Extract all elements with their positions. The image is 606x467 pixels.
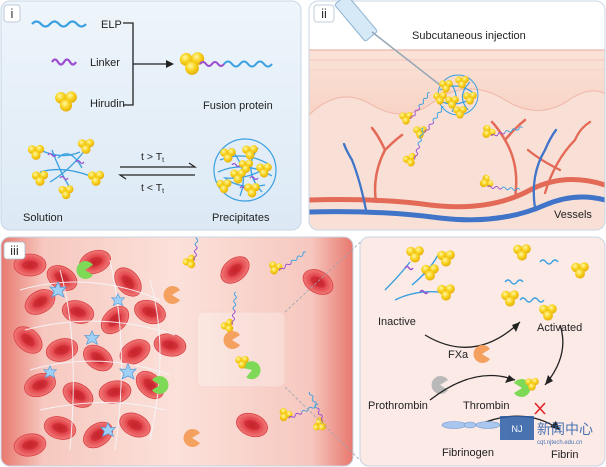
combine-bracket <box>123 22 166 106</box>
arrow-forward-label: t > Tt <box>141 151 164 164</box>
zoom-connector-top <box>284 236 367 313</box>
solution-cluster <box>27 138 105 200</box>
thrombus <box>8 245 189 460</box>
elp-icon <box>31 20 87 28</box>
injection-label: Subcutaneous injection <box>412 30 526 42</box>
vessels-label: Vessels <box>554 209 592 221</box>
panel-ii: ii Subcutaneous injection Vessels <box>308 0 606 231</box>
backward-arrow <box>118 174 195 180</box>
conversion-arrow <box>429 374 516 401</box>
zoom-connector-bottom <box>284 386 367 467</box>
forward-arrow <box>120 162 197 168</box>
activation-arrow <box>424 321 521 348</box>
panel-iii-numeral: iii <box>10 243 19 258</box>
precipitates-blob <box>213 138 277 202</box>
inactive-molecules <box>384 246 455 301</box>
watermark-logo: NJ 新闻中心 cqt.njtech.edu.cn <box>500 416 593 446</box>
legend-hirudin: Hirudin <box>90 98 125 110</box>
activated-label: Activated <box>537 322 582 334</box>
svg-text:NJ: NJ <box>512 424 523 434</box>
inhibition-cross <box>534 402 546 415</box>
fusion-protein-icon <box>179 52 273 75</box>
combine-arrowhead <box>166 60 174 68</box>
panel-iii-detail: Inactive Activated FXa Prothrombin Throm… <box>359 236 606 467</box>
panel-ii-numeral: ii <box>321 6 327 21</box>
fibrin-label: Fibrin <box>551 449 579 461</box>
panel-i-numeral: i <box>11 6 14 21</box>
svg-text:新闻中心: 新闻中心 <box>537 421 593 437</box>
fibrinogen-label: Fibrinogen <box>442 447 494 459</box>
panel-iii: iii <box>0 236 354 467</box>
panel-i: i ELP Linker Hirudin Fusion protein Sol <box>0 0 302 231</box>
legend-linker: Linker <box>90 57 120 69</box>
arrow-backward-label: t < Tt <box>141 182 164 195</box>
drug-depot <box>433 74 479 119</box>
prothrombin-label: Prothrombin <box>368 400 428 412</box>
precipitates-label: Precipitates <box>212 212 270 224</box>
solution-label: Solution <box>23 212 63 224</box>
zoom-region <box>196 311 286 388</box>
inactive-label: Inactive <box>378 316 416 328</box>
svg-text:cqt.njtech.edu.cn: cqt.njtech.edu.cn <box>537 440 582 446</box>
linker-icon <box>51 58 77 66</box>
fibrinogen-icon <box>441 421 501 429</box>
thrombin-label: Thrombin <box>463 400 509 412</box>
fusion-protein-label: Fusion protein <box>203 100 273 112</box>
legend-elp: ELP <box>101 19 122 31</box>
fxa-label: FXa <box>448 349 469 361</box>
activated-molecules <box>501 244 589 321</box>
syringe-icon <box>334 0 441 86</box>
